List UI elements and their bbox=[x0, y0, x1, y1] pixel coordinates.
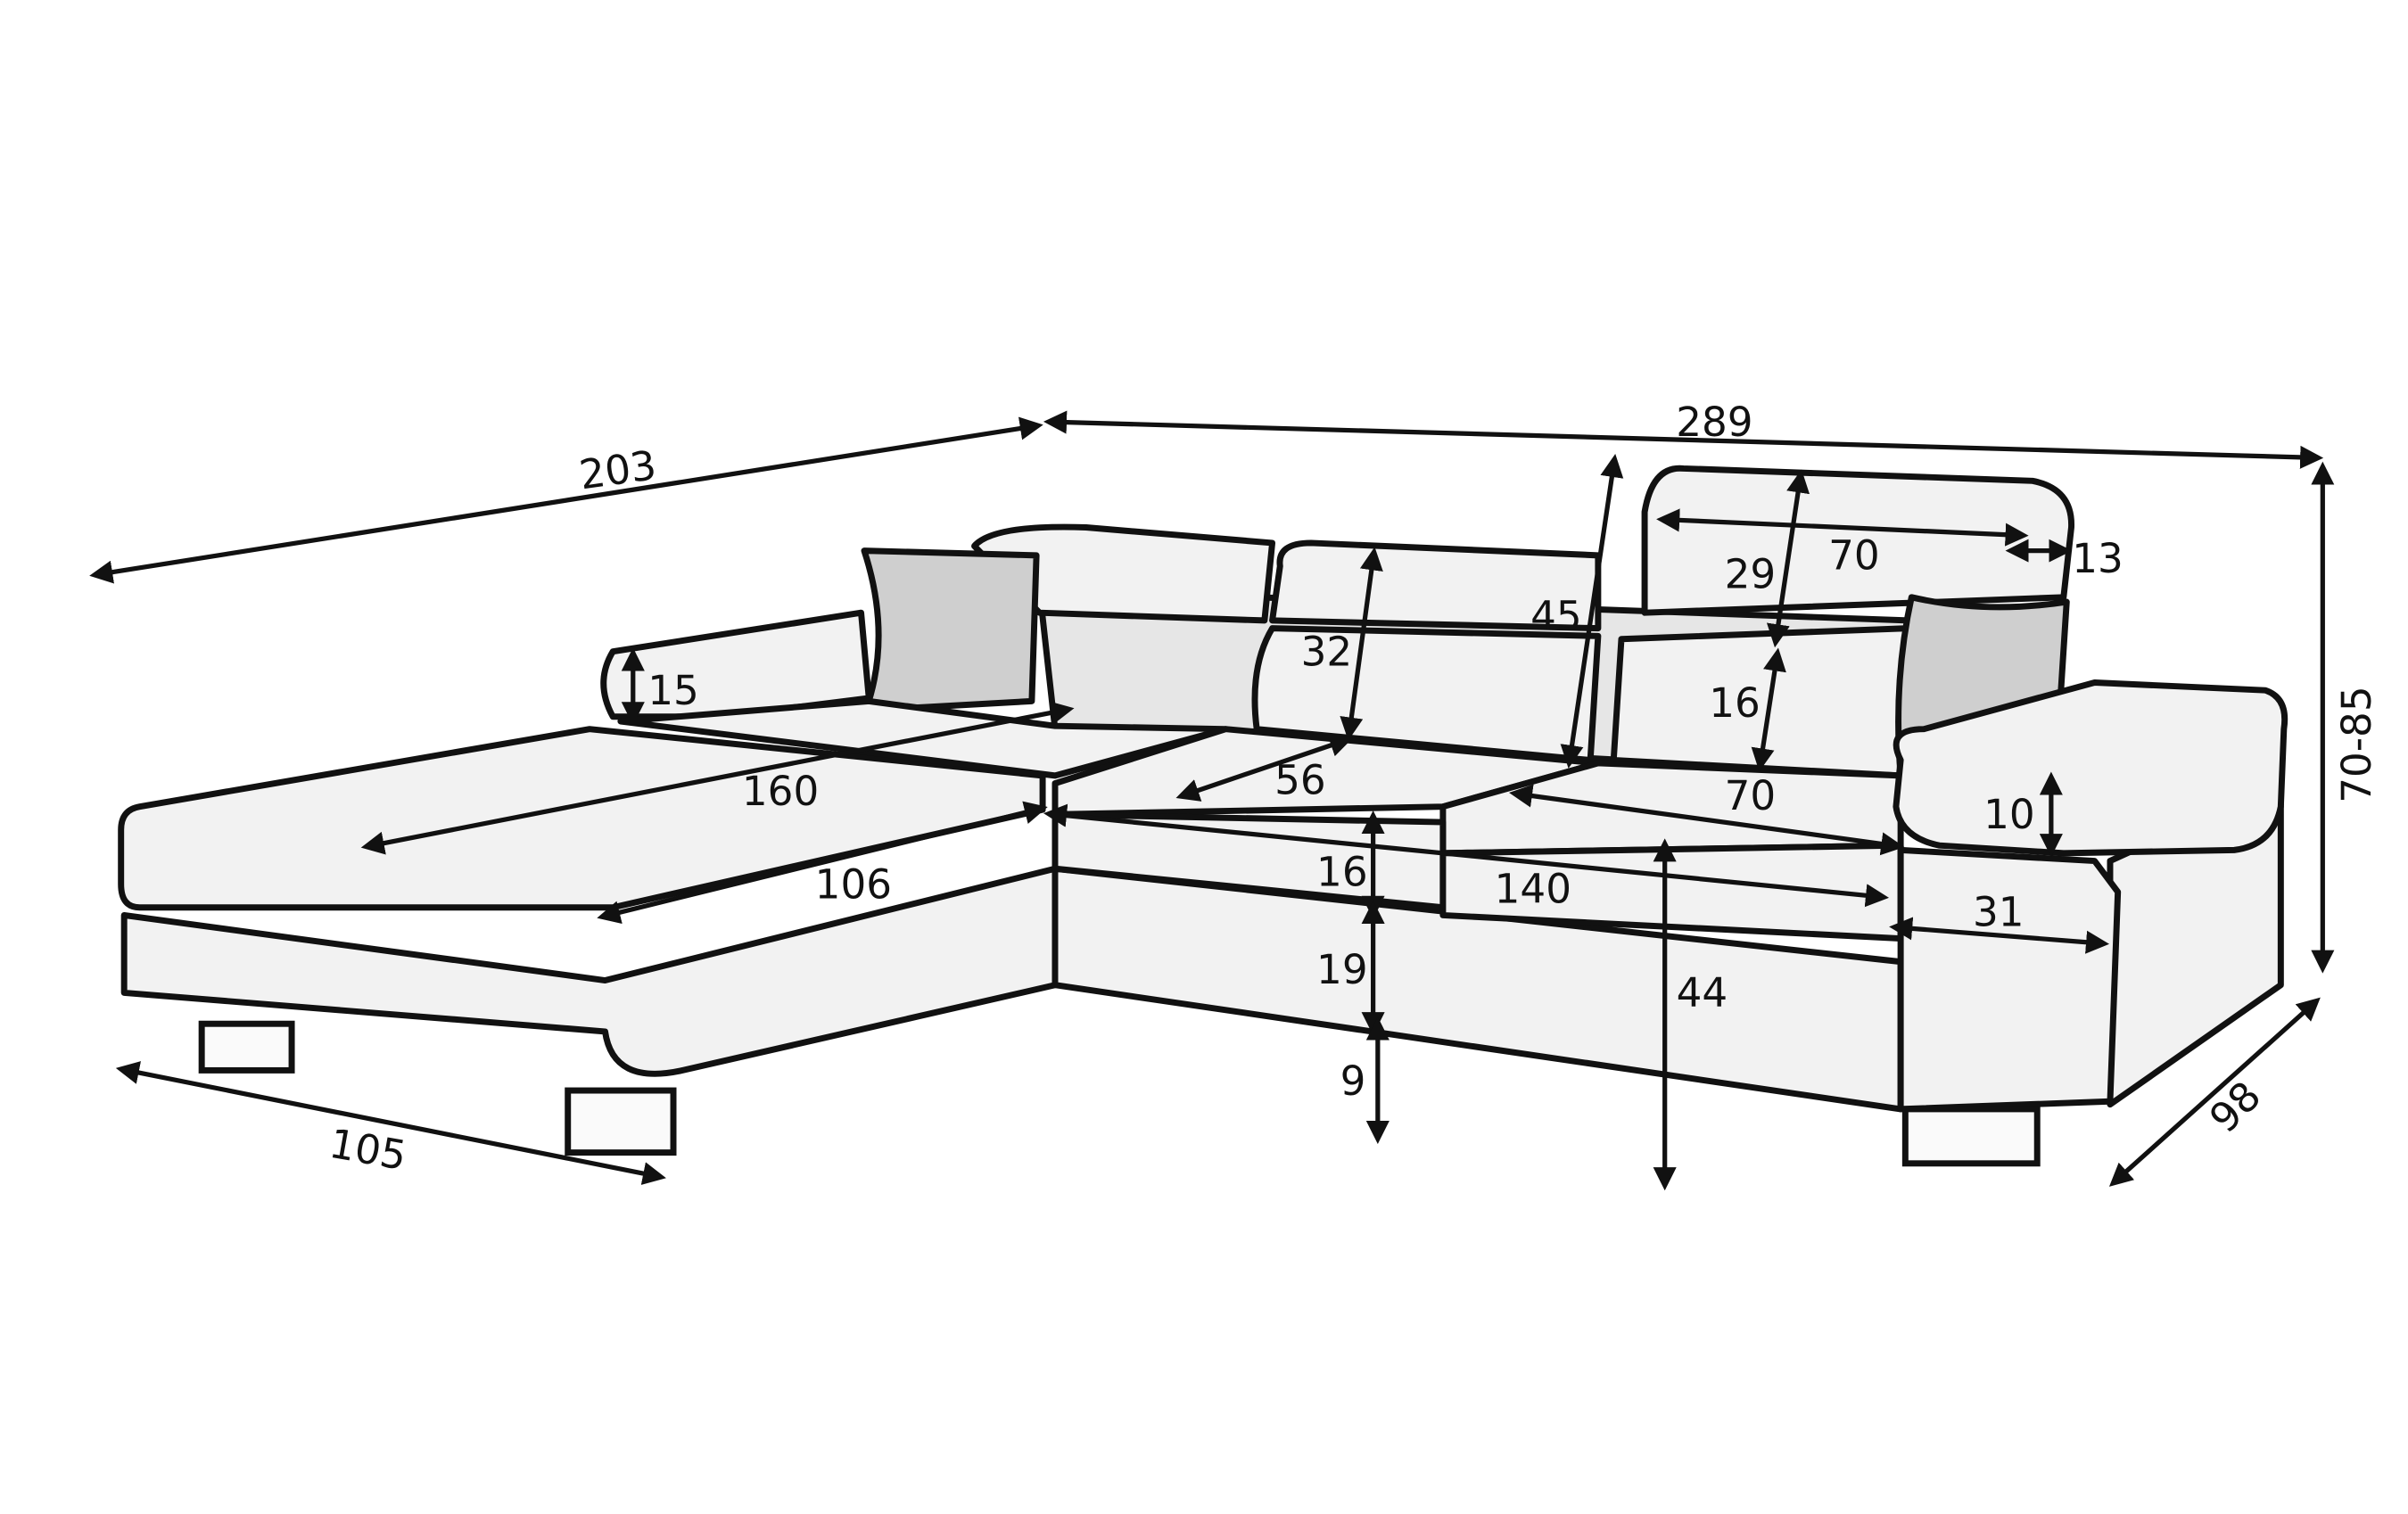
leg bbox=[198, 1020, 295, 1074]
dim-label-31: 31 bbox=[1973, 889, 2025, 936]
dim-label-15: 15 bbox=[647, 667, 699, 714]
dim-label-10: 10 bbox=[1983, 791, 2035, 838]
dim-label-105: 105 bbox=[326, 1120, 409, 1180]
right-armrest-side bbox=[1897, 846, 2122, 1113]
dim-label-56: 56 bbox=[1274, 757, 1326, 804]
dim-label-98: 98 bbox=[2200, 1072, 2270, 1141]
arrow-106 bbox=[597, 801, 1048, 924]
arrow-31 bbox=[1889, 917, 2110, 954]
dim-label-16-back: 16 bbox=[1709, 679, 1761, 727]
arrow-105 bbox=[115, 1061, 666, 1185]
arrow-16-back bbox=[1751, 647, 1786, 772]
dimension-arrows bbox=[89, 410, 2335, 1191]
arrow-289 bbox=[1043, 410, 2324, 469]
dimension-labels: 203 289 70-85 98 105 15 32 45 29 70 13 1… bbox=[326, 399, 2380, 1180]
dim-label-16-seat: 16 bbox=[1316, 848, 1368, 895]
arrow-29 bbox=[1766, 469, 1810, 648]
left-armrest bbox=[600, 609, 872, 720]
dim-label-19: 19 bbox=[1316, 946, 1368, 993]
dim-label-70-85: 70-85 bbox=[2333, 686, 2380, 802]
dim-label-29: 29 bbox=[1725, 550, 1777, 597]
leg bbox=[565, 1087, 677, 1156]
arrow-45 bbox=[1560, 454, 1624, 769]
dim-label-45: 45 bbox=[1530, 592, 1582, 639]
left-pillow bbox=[861, 547, 1040, 714]
sofa-drawing bbox=[118, 465, 2288, 1167]
arrow-140 bbox=[1043, 803, 1890, 908]
dim-label-32: 32 bbox=[1301, 628, 1353, 675]
dim-label-70-headrest: 70 bbox=[1828, 531, 1880, 579]
dim-label-70-seat: 70 bbox=[1725, 772, 1777, 819]
dim-label-106: 106 bbox=[815, 860, 892, 908]
dim-label-289: 289 bbox=[1676, 399, 1752, 446]
arrow-32 bbox=[1340, 547, 1383, 741]
arrow-70-headrest bbox=[1656, 508, 2029, 547]
arrow-56 bbox=[1175, 734, 1354, 802]
arrow-98 bbox=[2108, 997, 2321, 1187]
dim-label-203: 203 bbox=[576, 441, 659, 498]
right-armrest-pad bbox=[1893, 679, 2288, 857]
arrow-160 bbox=[360, 701, 1075, 855]
dim-label-13: 13 bbox=[2072, 535, 2123, 582]
dim-label-9: 9 bbox=[1340, 1057, 1366, 1105]
dim-label-140: 140 bbox=[1495, 866, 1571, 913]
dim-label-44: 44 bbox=[1677, 969, 1728, 1016]
dim-label-160: 160 bbox=[742, 768, 819, 815]
arrow-203 bbox=[89, 416, 1043, 584]
leg bbox=[1901, 1106, 2041, 1167]
